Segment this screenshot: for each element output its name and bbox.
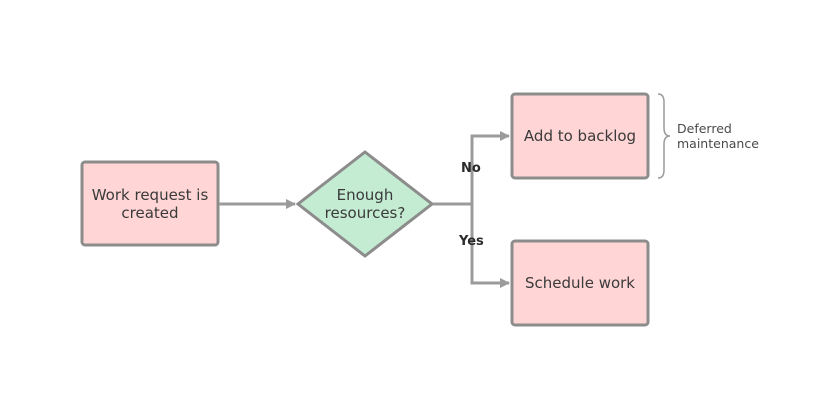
backlog-node-box	[510, 92, 650, 180]
decision-node-diamond	[295, 150, 435, 258]
backlog-node-label: Add to backlog	[523, 127, 637, 145]
edge-yes-label: Yes	[459, 234, 484, 249]
connector-yes-to-schedule	[470, 204, 510, 288]
decision-node-label: Enough resources?	[324, 186, 406, 222]
annotation-brace	[657, 93, 671, 179]
edge-no-label: No	[461, 161, 481, 176]
annotation-label: Deferred maintenance	[677, 121, 759, 151]
connector-no-to-backlog	[470, 131, 510, 204]
schedule-node-box	[510, 239, 650, 327]
start-node-label: Work request is created	[91, 185, 209, 222]
schedule-node-label: Schedule work	[525, 274, 635, 292]
start-node-box	[80, 160, 220, 247]
